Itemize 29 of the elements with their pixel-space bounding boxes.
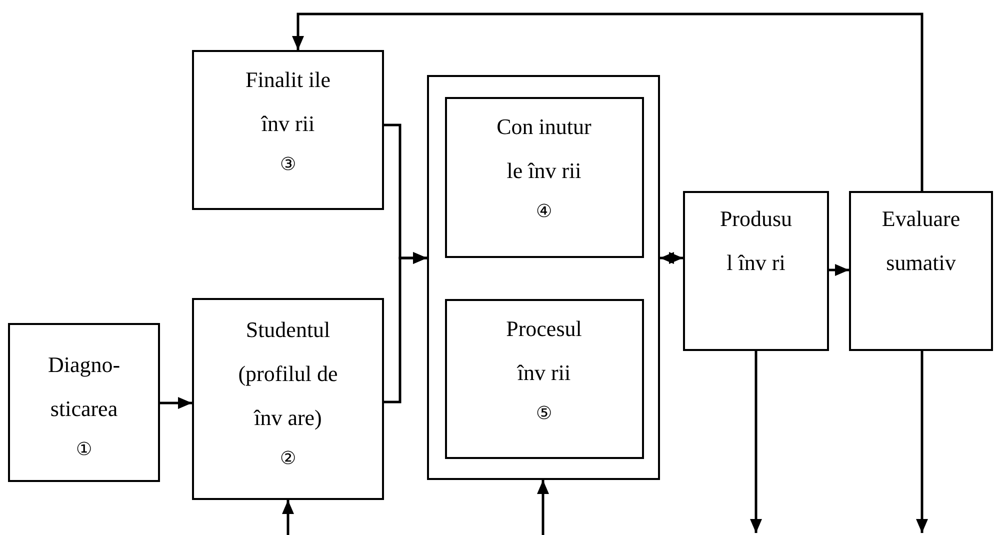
process-box: [683, 191, 829, 351]
arrow: [750, 351, 762, 533]
step-number: ④: [536, 200, 552, 222]
process-box: [8, 323, 160, 482]
arrow: [829, 264, 849, 276]
box-label: Procesul înv rii: [505, 314, 583, 386]
box-label: Evaluare sumativ: [880, 205, 962, 277]
container-box: [427, 75, 660, 480]
step-number: ③: [280, 153, 296, 176]
step-number: ①: [76, 438, 92, 461]
step-number: ⑤: [536, 402, 552, 424]
box-label: Finalit ile înv rii: [244, 66, 332, 138]
process-box: [192, 50, 384, 210]
arrow: [384, 252, 427, 404]
box-label: Con inutur le înv rii: [496, 112, 592, 184]
arrow: [282, 500, 294, 535]
arrow: [537, 480, 549, 535]
box-label: Diagno- sticarea: [46, 351, 122, 423]
process-box: [444, 96, 644, 258]
box-label: Studentul (profilul de înv are): [237, 316, 339, 432]
process-box: [192, 298, 384, 500]
process-box: [849, 191, 993, 351]
arrow: [916, 351, 928, 533]
arrow: [292, 12, 924, 191]
arrow: [660, 252, 683, 264]
process-box: [444, 298, 644, 458]
box-label: Produsu l înv ri: [718, 205, 794, 277]
step-number: ②: [280, 447, 296, 470]
arrow: [160, 397, 192, 409]
